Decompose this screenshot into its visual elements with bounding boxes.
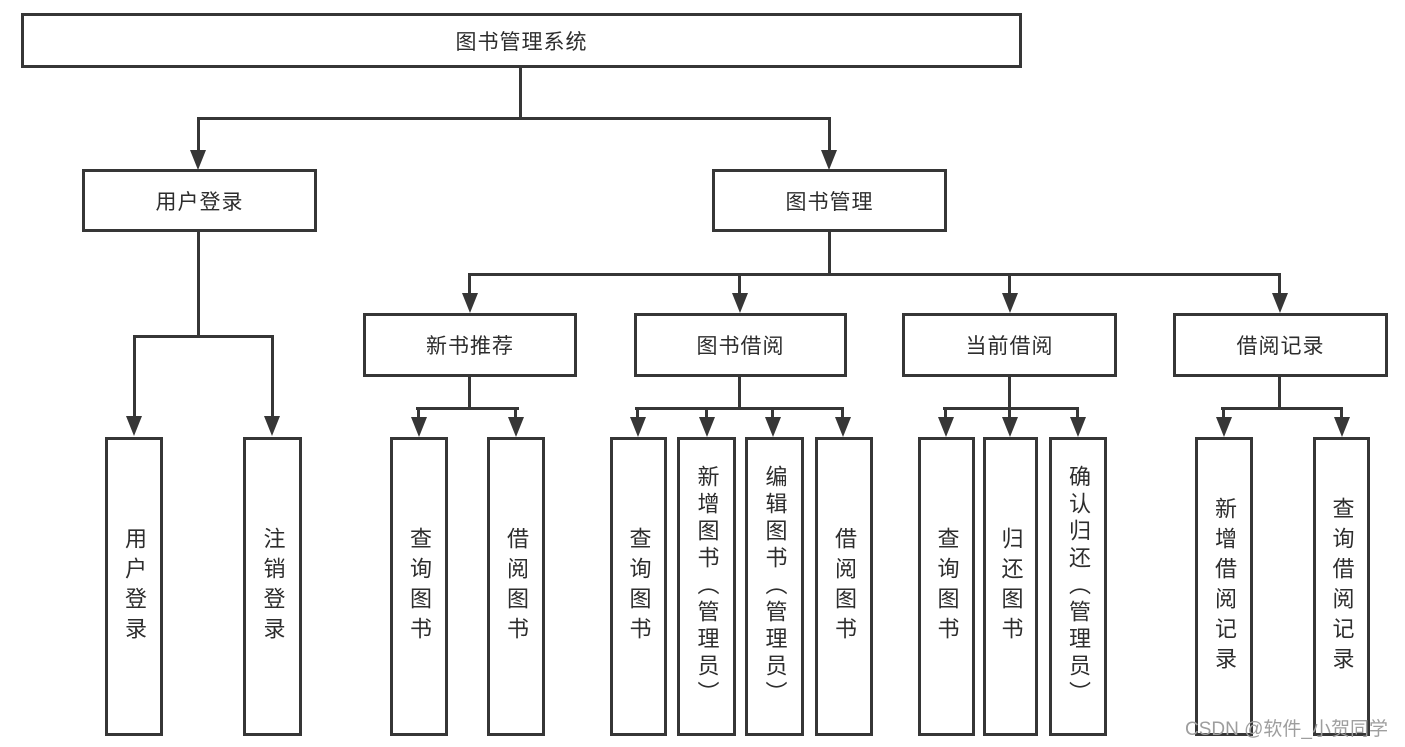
leaf-logout: 注销登录 [243,437,302,736]
connector-bookmgmt-split [468,273,1281,276]
leaf-add-borrow-record: 新增借阅记录 [1195,437,1253,736]
leaf-query-borrow-record: 查询借阅记录 [1313,437,1370,736]
connector-to-leaf [271,335,274,417]
connector-to-leaf [417,407,420,421]
connector-to-book-mgmt [828,117,831,151]
connector-to-leaf [636,407,639,421]
arrow-down-icon [765,417,781,437]
arrow-down-icon [126,416,142,436]
leaf-query-book: 查询图书 [610,437,667,736]
connector-bookborrow-stub [738,377,741,410]
leaf-borrow-book: 借阅图书 [487,437,545,736]
node-new-book-recommend: 新书推荐 [363,313,577,377]
leaf-borrow-book: 借阅图书 [815,437,873,736]
connector-root-split [197,117,831,120]
arrow-down-icon [1272,293,1288,313]
connector-to-leaf [1340,407,1343,421]
connector-to-leaf [133,335,136,417]
arrow-down-icon [1002,417,1018,437]
connector-bookborrow-split [635,407,844,410]
connector-borrowrecord-split [1221,407,1343,410]
leaf-query-book: 查询图书 [918,437,975,736]
leaf-user-login: 用户登录 [105,437,163,736]
connector-to-new-book [468,273,471,295]
node-book-borrow: 图书借阅 [634,313,847,377]
connector-currentborrow-split [943,407,1079,410]
connector-to-leaf [771,407,774,421]
arrow-down-icon [264,416,280,436]
arrow-down-icon [190,150,206,170]
arrow-down-icon [938,417,954,437]
connector-root-stub [519,68,522,120]
arrow-down-icon [821,150,837,170]
arrow-down-icon [630,417,646,437]
node-user-login: 用户登录 [82,169,317,232]
arrow-down-icon [1070,417,1086,437]
leaf-add-book-admin: 新增图书（管理员） [677,437,736,736]
arrow-down-icon [411,417,427,437]
node-current-borrow: 当前借阅 [902,313,1117,377]
connector-to-leaf [1222,407,1225,421]
arrow-down-icon [1334,417,1350,437]
connector-to-user-login [197,117,200,151]
csdn-watermark: CSDN @软件_小贺同学 [1185,719,1388,740]
arrow-down-icon [1002,293,1018,313]
leaf-edit-book-admin: 编辑图书（管理员） [745,437,804,736]
connector-userlogin-stub [197,232,200,338]
connector-to-leaf [1076,407,1079,421]
arrow-down-icon [835,417,851,437]
arrow-down-icon [508,417,524,437]
connector-to-leaf [1008,407,1011,421]
connector-bookmgmt-stub [828,232,831,276]
connector-to-leaf [514,407,517,421]
arrow-down-icon [699,417,715,437]
connector-borrowrecord-stub [1278,377,1281,410]
connector-currentborrow-stub [1008,377,1011,410]
connector-to-leaf [841,407,844,421]
connector-newbook-stub [468,377,471,410]
connector-to-leaf [705,407,708,421]
leaf-confirm-return-admin: 确认归还（管理员） [1049,437,1107,736]
node-book-management: 图书管理 [712,169,947,232]
connector-to-borrow-record [1278,273,1281,295]
leaf-query-book: 查询图书 [390,437,448,736]
connector-userlogin-split [133,335,274,338]
connector-to-book-borrow [738,273,741,295]
arrow-down-icon [732,293,748,313]
arrow-down-icon [1216,417,1232,437]
connector-to-current-borrow [1008,273,1011,295]
arrow-down-icon [462,293,478,313]
connector-to-leaf [944,407,947,421]
node-borrow-record: 借阅记录 [1173,313,1388,377]
node-root: 图书管理系统 [21,13,1022,68]
leaf-return-book: 归还图书 [983,437,1038,736]
connector-newbook-split [416,407,519,410]
